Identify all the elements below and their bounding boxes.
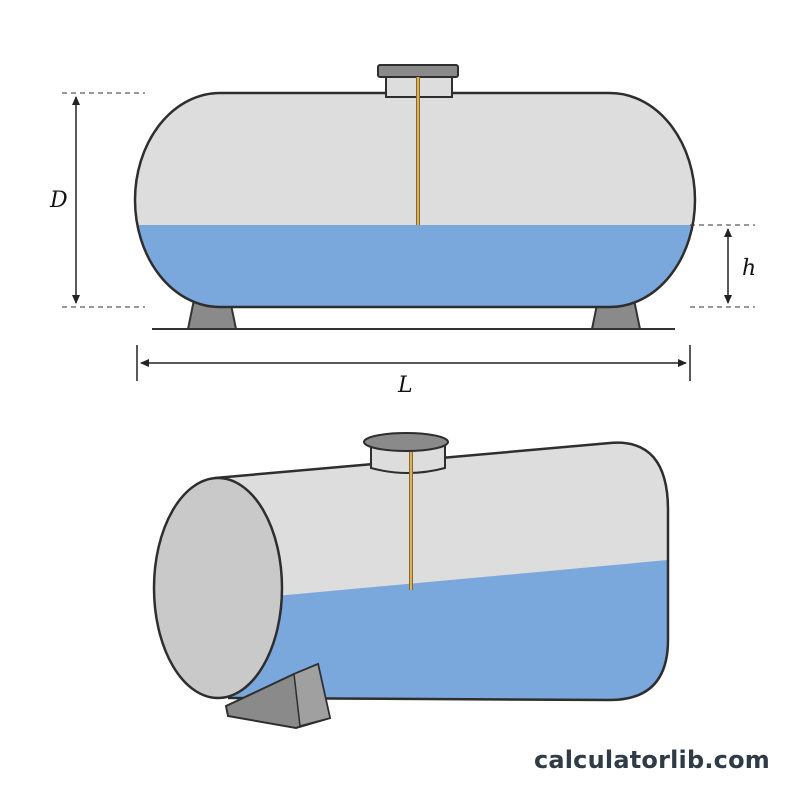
side-view: D h L	[49, 64, 756, 398]
length-label: L	[397, 373, 413, 398]
brand-watermark: calculatorlib.com	[533, 746, 770, 774]
liquid-fill	[135, 225, 695, 307]
manhole-cover-3d	[363, 432, 449, 452]
perspective-view	[152, 432, 670, 730]
diameter-label: D	[49, 188, 68, 213]
height-label: h	[742, 256, 756, 281]
cylinder-end-cap	[152, 476, 284, 700]
manhole-cover	[377, 64, 459, 78]
